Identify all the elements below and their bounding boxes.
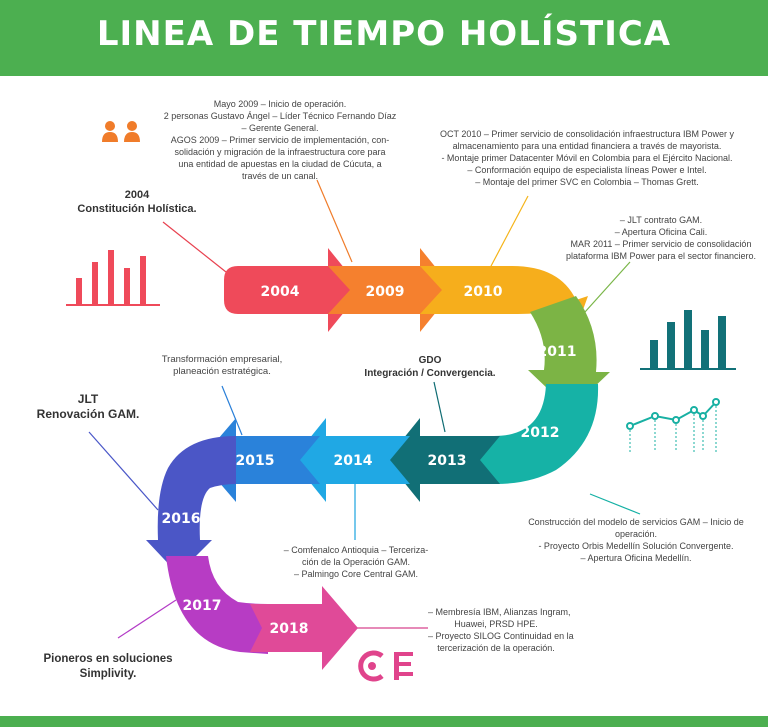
milestone-2010-text: OCT 2010 – Primer servicio de consolidac… [428, 128, 746, 188]
leader-line-2009 [316, 179, 353, 263]
segment-2017 [166, 556, 268, 654]
milestone-2013-text: GDO Integración / Convergencia. [350, 354, 510, 380]
milestone-2011-line: plataforma IBM Power para el sector fina… [565, 251, 757, 261]
segment-2012 [476, 384, 599, 484]
milestone-2010-line: – Conformación equipo de especialista lí… [467, 165, 707, 175]
milestone-2012-line: – Apertura Oficina Medellín. [580, 553, 692, 563]
leader-line-2012 [589, 493, 641, 515]
leader-line-2017 [117, 599, 177, 639]
milestone-2010-line: - Montaje primer Datacenter Móvil en Col… [441, 153, 733, 163]
brand-logo-icon [358, 650, 413, 682]
line-chart-icon [626, 398, 720, 452]
people-icon [102, 121, 140, 142]
milestone-2011-line: MAR 2011 – Primer servicio de consolidac… [570, 239, 752, 249]
year-label-2018: 2018 [270, 621, 309, 637]
bar-chart-icon-red [66, 250, 160, 306]
year-label-2016: 2016 [162, 511, 201, 527]
milestone-2016-line: Renovación GAM. [36, 407, 140, 421]
milestone-2015-text: Transformación empresarial, planeación e… [148, 354, 296, 378]
page-title: LINEA DE TIEMPO HOLÍSTICA [96, 14, 672, 54]
milestone-2004-line: Constitución Holística. [77, 203, 197, 215]
milestone-2009-line: una entidad de apuestas en la ciudad de … [178, 159, 382, 169]
segment-2014 [292, 418, 410, 502]
year-label-2013: 2013 [428, 453, 467, 469]
milestone-2014-line: ción de la Operación GAM. [301, 557, 411, 567]
milestone-2015-line: Transformación empresarial, [161, 354, 283, 365]
milestone-2010-line: almacenamiento para una entidad financie… [452, 141, 722, 151]
milestone-2012-text: Construcción del modelo de servicios GAM… [520, 516, 752, 564]
milestone-2009-line: solidación y migración de la infraestruc… [174, 147, 386, 157]
segment-2004 [224, 248, 362, 332]
milestone-2017-line: Pioneros en soluciones [43, 653, 173, 665]
leader-line-2004 [162, 221, 227, 273]
milestone-2018-line: Huawei, PRSD HPE. [454, 619, 538, 629]
timeline-row-bottom [250, 586, 358, 670]
leader-line-2016 [88, 431, 159, 511]
milestone-2012-line: - Proyecto Orbis Medellín Solución Conve… [538, 541, 734, 551]
segment-2013 [386, 418, 500, 502]
milestone-2016-line: JLT [77, 392, 99, 406]
milestone-2010-line: OCT 2010 – Primer servicio de consolidac… [440, 129, 734, 139]
milestone-2013-line: GDO [418, 355, 442, 366]
milestone-2004-text: 2004 Constitución Holística. [62, 188, 212, 216]
milestone-2012-line: Construcción del modelo de servicios GAM… [528, 517, 744, 527]
milestone-2017-line: Simplivity. [79, 668, 137, 680]
segment-2011 [528, 296, 610, 410]
year-label-2012: 2012 [521, 425, 560, 441]
milestone-2004-line: 2004 [124, 189, 150, 201]
milestone-2011-text: – JLT contrato GAM. – Apertura Oficina C… [556, 214, 766, 262]
milestone-2017-text: Pioneros en soluciones Simplivity. [20, 652, 196, 682]
milestone-2014-line: – Comfenalco Antioquia – Terceriza- [283, 545, 429, 555]
milestone-2012-line: operación. [614, 529, 658, 539]
leader-line-2013 [433, 381, 446, 433]
milestone-2009-line: AGOS 2009 – Primer servicio de implement… [170, 135, 390, 145]
header-bar: LINEA DE TIEMPO HOLÍSTICA [0, 0, 768, 76]
year-label-2004: 2004 [261, 284, 300, 300]
milestone-2018-text: – Membresía IBM, Alianzas Ingram, Huawei… [428, 606, 574, 654]
year-label-2010: 2010 [464, 284, 503, 300]
footer-bar [0, 716, 768, 727]
segment-2009 [328, 248, 454, 332]
year-label-2014: 2014 [334, 453, 373, 469]
milestone-2009-line: – Gerente General. [241, 123, 319, 133]
milestone-2018-line: tercerización de la operación. [437, 643, 555, 653]
milestone-2010-line: – Montaje del primer SVC en Colombia – T… [475, 177, 699, 187]
milestone-2011-line: – Apertura Oficina Cali. [614, 227, 708, 237]
milestone-2009-line: 2 personas Gustavo Ángel – Líder Técnico… [163, 111, 397, 121]
year-label-2009: 2009 [366, 284, 405, 300]
milestone-2009-line: través de un canal. [241, 171, 319, 181]
milestone-2009-line: Mayo 2009 – Inicio de operación. [213, 99, 347, 109]
segment-2016 [146, 436, 236, 574]
milestone-2014-text: – Comfenalco Antioquia – Terceriza- ción… [282, 544, 430, 580]
year-label-2017: 2017 [183, 598, 222, 614]
milestone-2015-line: planeación estratégica. [173, 366, 271, 377]
milestone-2018-line: – Membresía IBM, Alianzas Ingram, [428, 607, 571, 617]
timeline-curve-left [146, 436, 268, 654]
bar-chart-icon-teal [640, 310, 736, 370]
year-label-2015: 2015 [236, 453, 275, 469]
milestone-2009-text: Mayo 2009 – Inicio de operación. 2 perso… [160, 98, 400, 182]
segment-2010 [420, 266, 588, 346]
year-label-2011: 2011 [538, 344, 577, 360]
segment-2018 [250, 586, 358, 670]
leader-line-2015 [221, 385, 243, 436]
milestone-2011-line: – JLT contrato GAM. [619, 215, 703, 225]
timeline-row-top [224, 248, 588, 346]
timeline-curve-right [476, 296, 610, 484]
milestone-2013-line: Integración / Convergencia. [364, 368, 496, 379]
leader-line-2010 [489, 195, 529, 269]
milestone-2018-line: – Proyecto SILOG Continuidad en la [428, 631, 574, 641]
milestone-2014-line: – Palmingo Core Central GAM. [293, 569, 419, 579]
milestone-2016-text: JLT Renovación GAM. [20, 392, 156, 422]
